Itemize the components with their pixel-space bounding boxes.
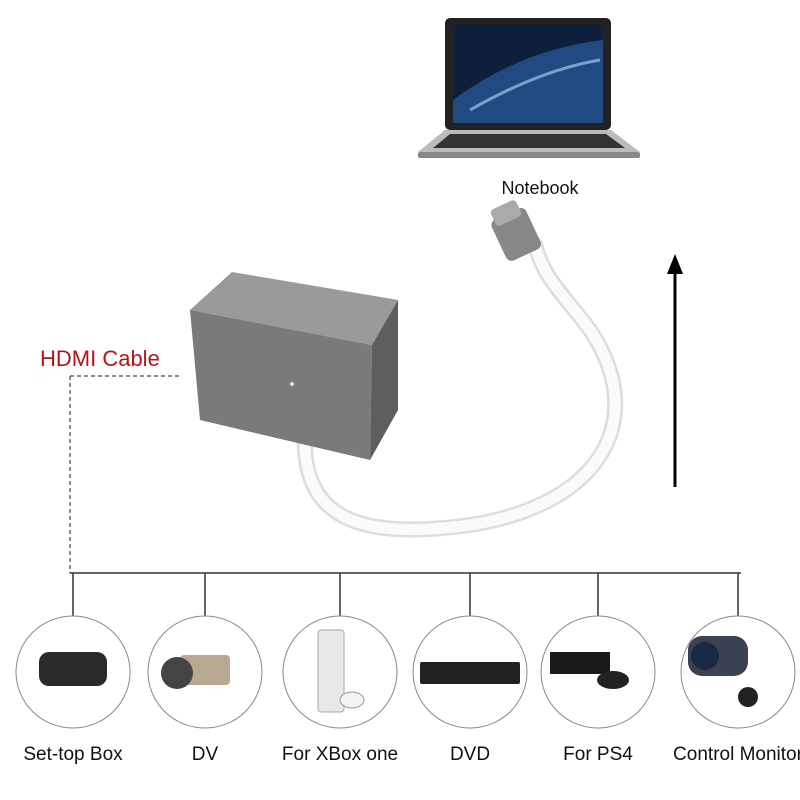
set-top-box-icon <box>39 652 107 686</box>
notebook-label: Notebook <box>501 178 579 198</box>
capture-device <box>190 272 398 460</box>
usb-c-cable <box>296 200 624 538</box>
ps4-console-icon <box>550 652 629 689</box>
upward-arrow <box>667 254 683 487</box>
device-label: DVD <box>449 744 491 765</box>
device-label: Control Monitor <box>673 744 800 765</box>
device-label: For XBox one <box>281 744 399 765</box>
device-label: For PS4 <box>563 744 633 765</box>
camcorder-icon <box>161 655 230 689</box>
dvd-player-icon <box>420 662 520 684</box>
security-camera-icon <box>688 636 758 707</box>
device-label: Set-top Box <box>23 744 123 765</box>
notebook-icon <box>418 18 640 158</box>
xbox-console-icon <box>317 629 365 713</box>
hdmi-cable-label: HDMI Cable <box>40 346 160 371</box>
device-label: DV <box>191 744 219 765</box>
